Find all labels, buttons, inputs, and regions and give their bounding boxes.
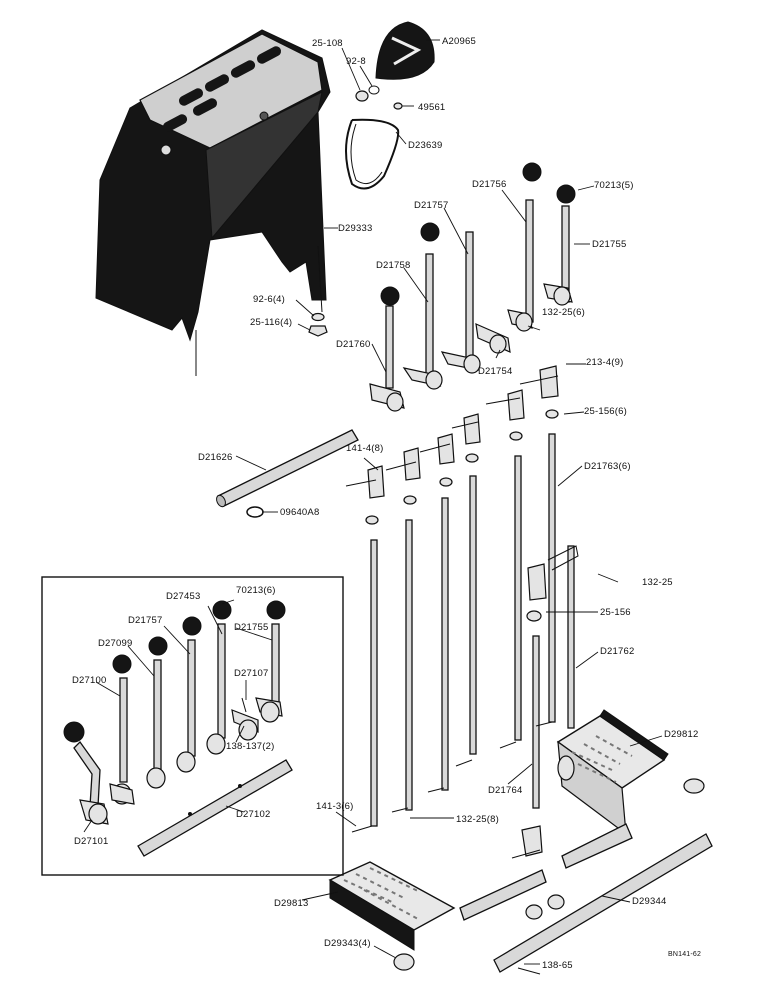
label-inset-lever-101: D27101 bbox=[74, 836, 108, 847]
callouts: 25-108 92-8 A20965 49561 D23639 D29333 9… bbox=[72, 36, 698, 971]
label-washer-4: 92-6(4) bbox=[253, 294, 285, 305]
label-key: 138-65 bbox=[542, 960, 573, 971]
pedal-shaft bbox=[493, 833, 713, 975]
label-pin-6: 141-3(6) bbox=[316, 801, 354, 812]
label-inset-lever-099: D27099 bbox=[98, 638, 132, 649]
label-clevis-9: 213-4(9) bbox=[586, 357, 624, 368]
label-inset-lever-107: D27107 bbox=[234, 668, 268, 679]
vertical-rods bbox=[351, 433, 579, 859]
label-pedal-right: D29812 bbox=[664, 729, 698, 740]
label-bolt-4: 25-116(4) bbox=[250, 317, 292, 328]
label-bushing-4: D29343(4) bbox=[324, 938, 371, 949]
label-inset-pin-2: 138-137(2) bbox=[226, 741, 274, 752]
washer bbox=[311, 312, 325, 322]
label-cotter-8: 132-25(8) bbox=[456, 814, 499, 825]
label-ring: 09640A8 bbox=[280, 507, 319, 518]
pedal-right bbox=[556, 709, 705, 869]
label-rod-764: D21764 bbox=[488, 785, 522, 796]
label-rod-762: D21762 bbox=[600, 646, 634, 657]
upper-levers bbox=[369, 162, 576, 412]
label-lever-760: D21760 bbox=[336, 339, 370, 350]
clevises bbox=[345, 365, 559, 525]
label-nut: 25-156 bbox=[600, 607, 631, 618]
label-cotter-6: 132-25(6) bbox=[542, 307, 585, 318]
label-inset-lever-453: D27453 bbox=[166, 591, 200, 602]
label-inset-knob-6: 70213(6) bbox=[236, 585, 276, 596]
label-lever-754: D21754 bbox=[478, 366, 512, 377]
label-pedal-left: D29813 bbox=[274, 898, 308, 909]
label-lever-755: D21755 bbox=[592, 239, 626, 250]
label-gauge-line: D23639 bbox=[408, 140, 442, 151]
label-washer-top: 92-8 bbox=[346, 56, 366, 67]
control-cover bbox=[95, 29, 331, 376]
label-cotter: 132-25 bbox=[642, 577, 673, 588]
shaft bbox=[216, 429, 359, 518]
label-inset-lever-100: D27100 bbox=[72, 675, 106, 686]
label-shaft: D21626 bbox=[198, 452, 232, 463]
label-lever-757: D21757 bbox=[414, 200, 448, 211]
label-knob-5: 70213(5) bbox=[594, 180, 634, 191]
inset-panel bbox=[41, 576, 344, 876]
pedal-left bbox=[328, 861, 565, 971]
label-lever-756: D21756 bbox=[472, 179, 506, 190]
label-rod-6: D21763(6) bbox=[584, 461, 631, 472]
label-bolt-top: 25-108 bbox=[312, 38, 343, 49]
label-lever-758: D21758 bbox=[376, 260, 410, 271]
gauge-assembly bbox=[345, 21, 435, 190]
label-inset-shaft: D27102 bbox=[236, 809, 270, 820]
drawing-code: BN141-62 bbox=[668, 951, 701, 958]
bolt bbox=[308, 325, 328, 337]
label-pin-8: 141-4(8) bbox=[346, 443, 384, 454]
inset-shaft bbox=[137, 759, 293, 857]
label-gauge: A20965 bbox=[442, 36, 476, 47]
label-inset-lever-757: D21757 bbox=[128, 615, 162, 626]
label-inset-lever-755: D21755 bbox=[234, 622, 268, 633]
label-pedal-shaft: D29344 bbox=[632, 896, 666, 907]
label-nut-6: 25-156(6) bbox=[584, 406, 627, 417]
label-nut-gauge: 49561 bbox=[418, 102, 445, 113]
label-cover: D29333 bbox=[338, 223, 372, 234]
